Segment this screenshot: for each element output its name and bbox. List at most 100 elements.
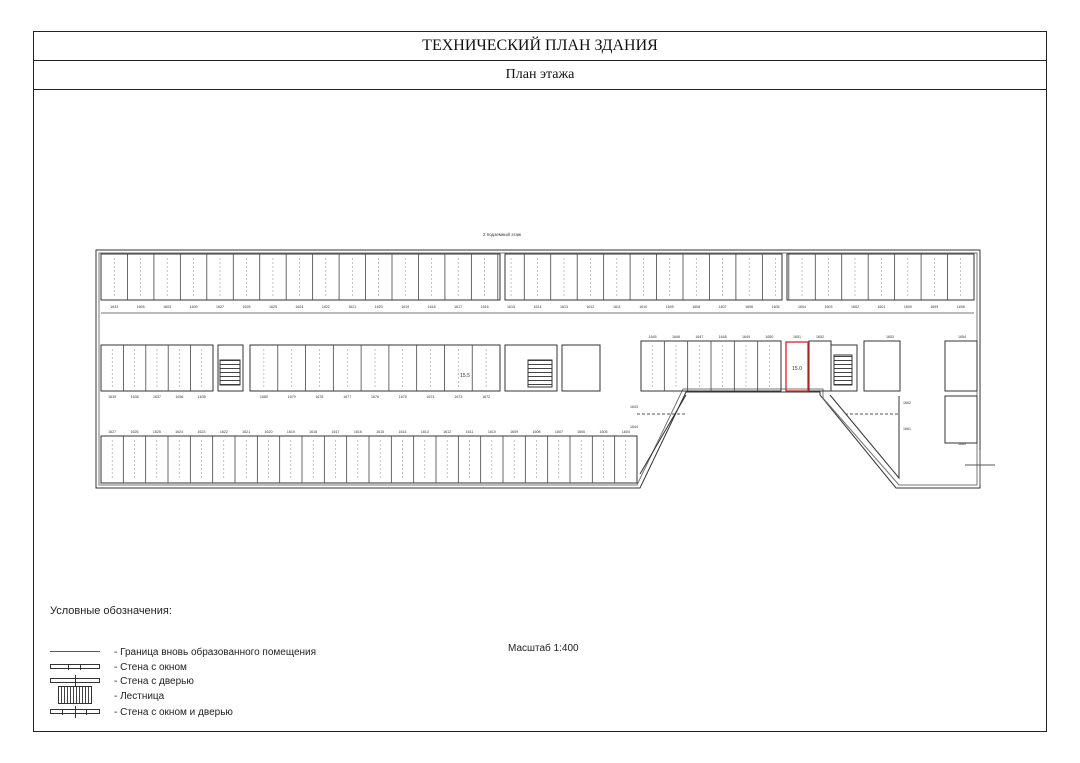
room-label: 1621	[242, 430, 250, 434]
middle-block-center	[249, 344, 501, 392]
room-label: 1605	[137, 305, 145, 309]
room-label: 1622	[322, 305, 330, 309]
room-label: 1618	[309, 430, 317, 434]
room-label: 1610	[639, 305, 647, 309]
top-block-a	[100, 253, 501, 301]
room-label: 1652	[816, 335, 824, 339]
room-label: 1619	[401, 305, 409, 309]
legend-item-label: - Стена с дверью	[114, 675, 194, 687]
room-label: 1625	[153, 430, 161, 434]
wall-window-icon	[50, 661, 104, 673]
room-area-highlighted: 15.0	[792, 366, 802, 372]
room-label: 1613	[560, 305, 568, 309]
room-label: 1612	[443, 430, 451, 434]
room-label: 1611	[613, 305, 621, 309]
room-label: 1654	[958, 335, 966, 339]
room-label: 1635	[198, 395, 206, 399]
top-block-b	[504, 253, 783, 301]
room-label: 1624	[175, 430, 183, 434]
room-label: 1605	[772, 305, 780, 309]
room-label: 1679	[288, 395, 296, 399]
room-label: 1626	[131, 430, 139, 434]
slanted-wall-left	[639, 394, 687, 475]
document-subtitle: План этажа	[34, 61, 1046, 90]
wall-window-door-icon	[50, 706, 104, 718]
room-label: 1620	[265, 430, 273, 434]
room-label: 1608	[533, 430, 541, 434]
room-label: 1660	[958, 442, 966, 446]
legend-heading: Условные обозначения:	[50, 605, 172, 617]
room-label: 1650	[765, 335, 773, 339]
room-label: 1622	[220, 430, 228, 434]
room-label: 1698	[957, 305, 965, 309]
room-label: 1602	[851, 305, 859, 309]
legend-item-stair: - Лестница	[50, 686, 165, 704]
room-label: 1620	[375, 305, 383, 309]
room-label: 1607	[719, 305, 727, 309]
room-label: 1672	[482, 395, 490, 399]
stair-icon	[50, 686, 104, 704]
room-label: 1616	[354, 430, 362, 434]
stair-hatch-right	[833, 354, 853, 386]
stair-center-right	[561, 344, 601, 392]
top-block-c	[786, 253, 975, 301]
room-label: 1637	[153, 395, 161, 399]
room-label: 1674	[427, 395, 435, 399]
room-label: 1647	[695, 335, 703, 339]
building-outline	[95, 249, 981, 489]
middle-block-right-2	[808, 340, 832, 392]
room-label: 1612	[586, 305, 594, 309]
room-label: 1606	[745, 305, 753, 309]
room-label: 1609	[510, 430, 518, 434]
red-boundary-line-icon	[50, 646, 104, 658]
room-label: 1610	[488, 430, 496, 434]
room-label: 1609	[666, 305, 674, 309]
room-label: 1638	[131, 395, 139, 399]
document-title: ТЕХНИЧЕСКИЙ ПЛАН ЗДАНИЯ	[34, 32, 1046, 61]
room-label: 1661	[903, 427, 911, 431]
legend-item-wall-door: - Стена с дверью	[50, 675, 194, 687]
room-label: 1677	[343, 395, 351, 399]
room-label: 1600	[904, 305, 912, 309]
room-label: 1662	[903, 401, 911, 405]
middle-block-left	[100, 344, 214, 392]
room-label: 1678	[315, 395, 323, 399]
room-label: 1616	[481, 305, 489, 309]
room-label: 1623	[198, 430, 206, 434]
room-label: 1651	[793, 335, 801, 339]
room-label: 1643	[630, 405, 638, 409]
room-label: 1649	[742, 335, 750, 339]
legend-item-label: - Граница вновь образованного помещения	[114, 646, 317, 658]
room-label: 1627	[108, 430, 116, 434]
room-label: 1653	[886, 335, 894, 339]
room-label: 1606	[577, 430, 585, 434]
room-label: 1625	[269, 305, 277, 309]
room-label: 1613	[421, 430, 429, 434]
stair-hatch-center	[527, 359, 553, 388]
room-label: 1636	[175, 395, 183, 399]
room-label: 1639	[108, 395, 116, 399]
room-label: 1644	[630, 425, 638, 429]
scale-label: Масштаб 1:400	[508, 643, 579, 654]
middle-block-edge	[944, 340, 978, 392]
room-label: 1619	[287, 430, 295, 434]
room-label: 1624	[295, 305, 303, 309]
legend-item-wall-window-door: - Стена с окном и дверью	[50, 706, 233, 718]
legend-item-boundary: - Граница вновь образованного помещения	[50, 646, 316, 658]
wall-door-icon	[50, 675, 104, 687]
bottom-right-room	[944, 395, 978, 444]
legend-item-wall-window: - Стена с окном	[50, 661, 187, 673]
room-label: 1618	[428, 305, 436, 309]
room-label: 1646	[672, 335, 680, 339]
room-label: 1673	[454, 395, 462, 399]
room-label: 1603	[163, 305, 171, 309]
stair-right-box	[830, 344, 858, 392]
room-label: 1617	[332, 430, 340, 434]
room-label: 1675	[399, 395, 407, 399]
legend-item-label: - Лестница	[114, 690, 165, 702]
room-label: 1680	[260, 395, 268, 399]
room-label: 1607	[555, 430, 563, 434]
room-label: 1617	[454, 305, 462, 309]
room-label: 1626	[243, 305, 251, 309]
